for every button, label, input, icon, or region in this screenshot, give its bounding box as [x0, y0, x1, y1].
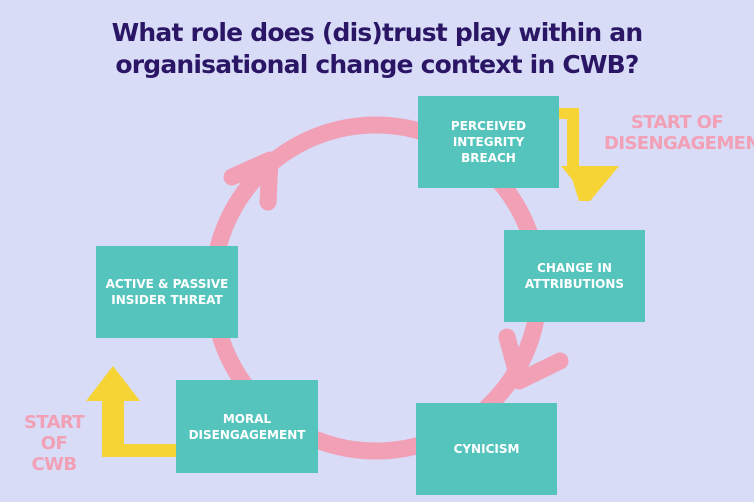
box-moral-disengagement: MORAL DISENGAGEMENT [176, 380, 318, 473]
title-line-2: organisational change context in CWB? [115, 50, 639, 79]
label-cwb-line-2: CWB [31, 454, 78, 475]
label-cwb-line-1: START OF [23, 412, 85, 454]
start-cwb-arrowhead [86, 366, 140, 401]
cycle-arrowhead-upper-left [223, 151, 279, 211]
box-change-line-1: CHANGE IN [537, 261, 612, 275]
label-disengagement-line-1: START OF [630, 112, 724, 133]
label-start-of-cwb: START OF CWB [14, 412, 94, 475]
box-threat-line-2: INSIDER THREAT [111, 293, 223, 307]
cycle-arrowhead-right [498, 328, 569, 390]
box-change-line-2: ATTRIBUTIONS [524, 277, 625, 291]
label-start-of-disengagement: START OF DISENGAGEMENT [604, 112, 754, 154]
box-insider-threat: ACTIVE & PASSIVE INSIDER THREAT [96, 246, 238, 338]
start-disengagement-arrowhead [561, 166, 619, 201]
box-cynicism-line-1: CYNICISM [453, 442, 520, 456]
box-cynicism: CYNICISM [416, 403, 557, 495]
box-perceived-line-1: PERCEIVED [450, 119, 527, 133]
box-moral-line-2: DISENGAGEMENT [188, 427, 306, 442]
label-disengagement-line-2: DISENGAGEMENT [604, 133, 754, 154]
start-cwb-arrow [102, 400, 177, 457]
box-change-in-attributions: CHANGE IN ATTRIBUTIONS [504, 230, 645, 322]
box-perceived-line-3: BREACH [461, 151, 516, 165]
title-line-1: What role does (dis)trust play within an [111, 18, 644, 47]
box-perceived-line-2: INTEGRITY [452, 135, 525, 149]
box-threat-line-1: ACTIVE & PASSIVE [105, 277, 229, 291]
box-moral-line-1: MORAL [222, 411, 272, 426]
box-perceived-integrity-breach: PERCEIVED INTEGRITY BREACH [418, 96, 559, 188]
